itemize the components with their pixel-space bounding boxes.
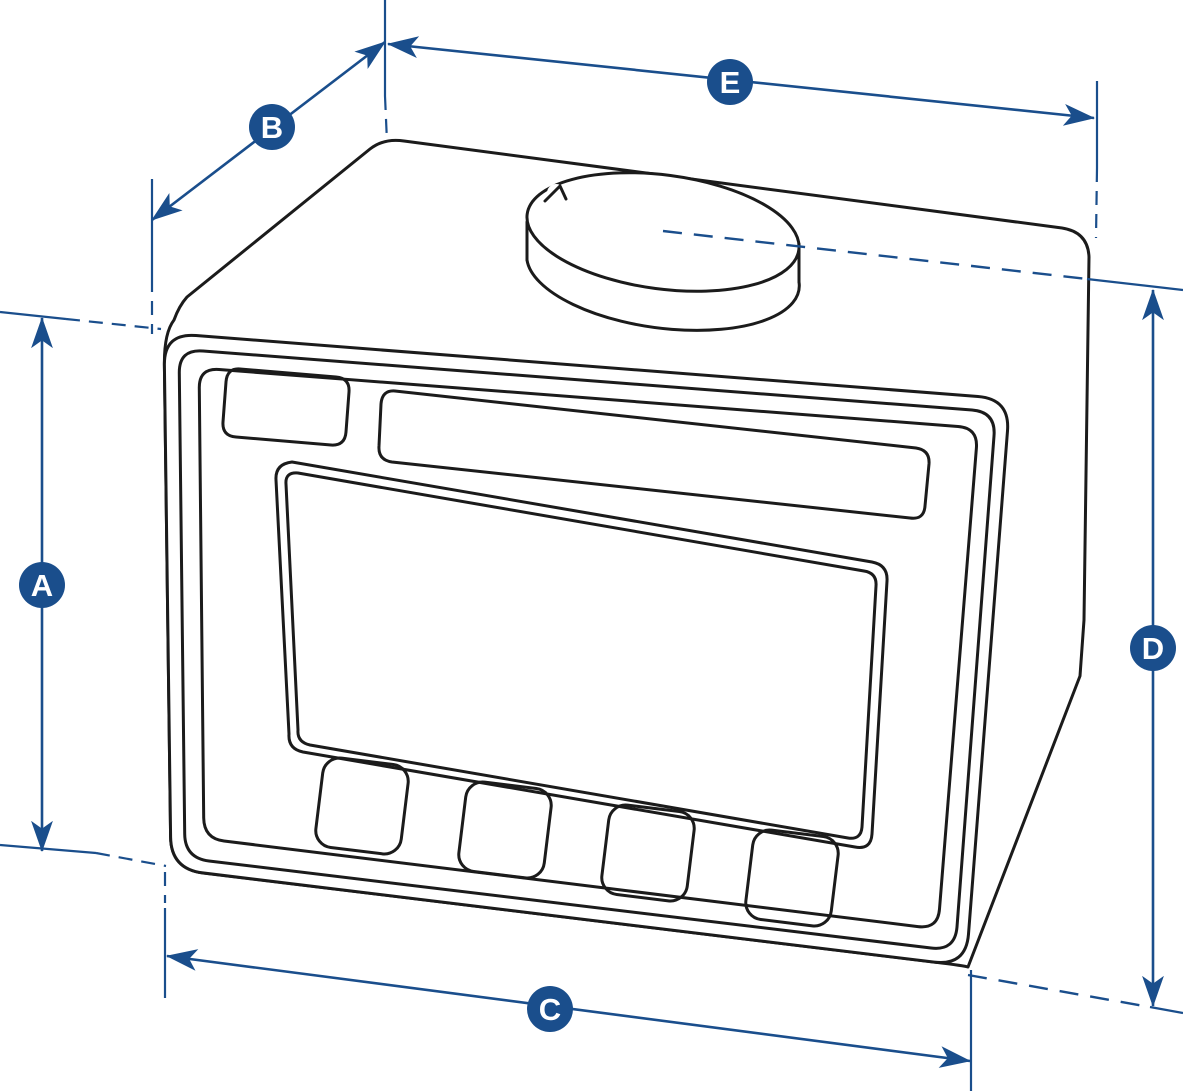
- dim-label-d-text: D: [1142, 631, 1164, 666]
- dim-label-d: D: [1130, 625, 1176, 671]
- device-drawing: [162, 138, 1091, 969]
- knob-notch: [543, 184, 568, 203]
- dim-label-b-badge: [249, 104, 295, 150]
- dim-label-c: C: [527, 986, 573, 1032]
- dim-label-e-badge: [707, 59, 753, 105]
- ext-d-top-dashed-centerline: [662, 229, 1088, 281]
- dim-label-b-text: B: [261, 110, 283, 145]
- ext-e-right-dashed: [1094, 167, 1099, 239]
- dim-label-a: A: [19, 562, 65, 608]
- dim-label-b: B: [249, 104, 295, 150]
- dim-label-c-badge: [527, 986, 573, 1032]
- ext-d-bottom-solid: [1149, 1005, 1183, 1015]
- keypad: [314, 756, 840, 928]
- front-bezel: [162, 333, 1010, 965]
- front-panel: [197, 367, 978, 929]
- dim-label-e: E: [707, 59, 753, 105]
- dim-label-c-text: C: [539, 992, 561, 1027]
- knob-bottom-edge: [525, 258, 801, 332]
- ext-top-corner-dashed: [383, 95, 389, 143]
- button-3: [600, 803, 696, 903]
- button-2: [457, 780, 553, 880]
- ext-d-bottom-dashed: [967, 973, 1151, 1009]
- ext-a-bottom-dashed: [95, 851, 167, 868]
- button-1: [314, 756, 410, 856]
- button-4: [744, 828, 840, 928]
- dim-label-e-text: E: [720, 65, 741, 100]
- dim-label-a-text: A: [31, 568, 53, 603]
- ext-a-top-solid: [0, 310, 67, 321]
- dim-label-d-badge: [1130, 625, 1176, 671]
- dim-label-a-badge: [19, 562, 65, 608]
- status-window: [377, 389, 931, 520]
- ext-a-top-dashed: [65, 317, 162, 331]
- ext-d-top-solid: [1086, 277, 1183, 292]
- screen: [284, 471, 878, 840]
- bezel-inner-rim: [177, 349, 996, 950]
- screen-recess: [274, 460, 889, 849]
- ext-a-bottom-solid: [0, 843, 97, 855]
- indicator-window: [221, 367, 351, 447]
